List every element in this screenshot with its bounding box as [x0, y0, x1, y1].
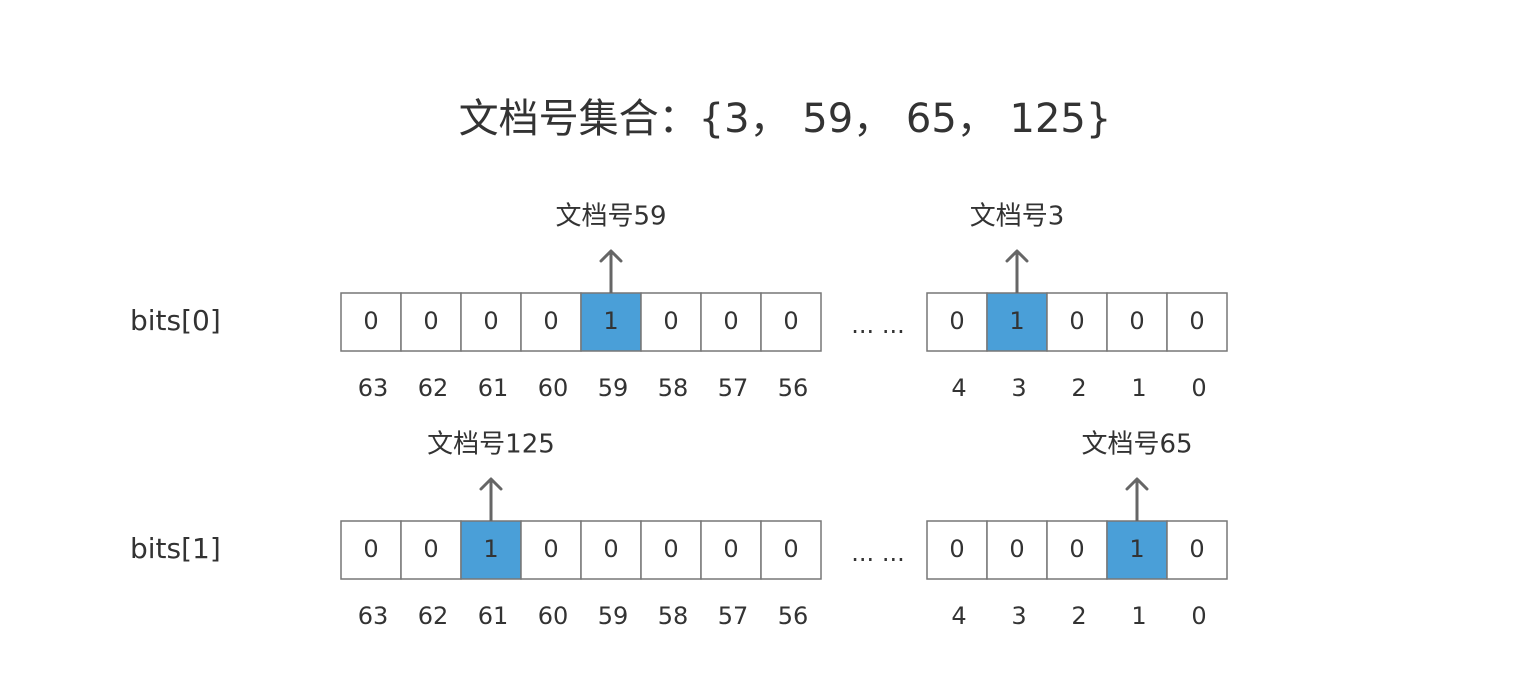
bit-cell [760, 292, 822, 352]
bit-cell [520, 292, 582, 352]
bit-index: 3 [1011, 374, 1026, 402]
bit-value: 0 [663, 535, 678, 563]
bit-value: 0 [1129, 307, 1144, 335]
bit-value: 0 [423, 535, 438, 563]
bit-cell-set [580, 292, 642, 352]
bit-index: 63 [358, 374, 389, 402]
bit-value: 0 [363, 307, 378, 335]
doc-id-label: 文档号59 [555, 202, 666, 232]
ellipsis: ... ... [851, 539, 904, 567]
bit-cell [640, 520, 702, 580]
bit-index: 4 [951, 602, 966, 630]
bit-index: 58 [658, 602, 689, 630]
bit-cell [640, 292, 702, 352]
bit-cell [460, 292, 522, 352]
bit-value: 0 [723, 535, 738, 563]
bit-cell [986, 520, 1048, 580]
bit-index: 0 [1191, 374, 1206, 402]
bit-value: 0 [1069, 307, 1084, 335]
bit-value: 1 [1009, 307, 1024, 335]
bit-index: 57 [718, 602, 749, 630]
bit-cell [926, 292, 988, 352]
bit-value: 0 [423, 307, 438, 335]
bit-value: 0 [783, 307, 798, 335]
bit-cell [760, 520, 822, 580]
bit-cell [1166, 292, 1228, 352]
bit-index: 62 [418, 602, 449, 630]
arrow-up-icon [1125, 477, 1149, 491]
arrow-up-icon [599, 249, 623, 263]
bit-index: 60 [538, 602, 569, 630]
bit-value: 0 [603, 535, 618, 563]
bit-index: 4 [951, 374, 966, 402]
bit-value: 1 [1129, 535, 1144, 563]
row-label: bits[1] [130, 532, 221, 565]
bit-value: 0 [1189, 307, 1204, 335]
bit-index: 62 [418, 374, 449, 402]
bit-cell [1166, 520, 1228, 580]
bit-cell [340, 292, 402, 352]
bit-index: 61 [478, 602, 509, 630]
bit-index: 59 [598, 374, 629, 402]
bit-value: 0 [363, 535, 378, 563]
bit-value: 1 [603, 307, 618, 335]
bit-index: 2 [1071, 602, 1086, 630]
arrow-up-icon [1005, 249, 1029, 263]
bit-value: 0 [663, 307, 678, 335]
bit-cell [400, 292, 462, 352]
bit-index: 63 [358, 602, 389, 630]
bit-index: 59 [598, 602, 629, 630]
bit-value: 0 [783, 535, 798, 563]
bit-cell-set [460, 520, 522, 580]
bit-value: 0 [723, 307, 738, 335]
bit-index: 1 [1131, 374, 1146, 402]
bit-cell-set [986, 292, 1048, 352]
bit-index: 2 [1071, 374, 1086, 402]
bit-index: 61 [478, 374, 509, 402]
doc-id-label: 文档号3 [970, 202, 1065, 232]
bit-index: 56 [778, 602, 809, 630]
bit-index: 60 [538, 374, 569, 402]
bit-value: 0 [1009, 535, 1024, 563]
row-label: bits[0] [130, 304, 221, 337]
bit-cell [340, 520, 402, 580]
bit-value: 0 [949, 535, 964, 563]
bit-cell [400, 520, 462, 580]
doc-id-label: 文档号125 [427, 430, 555, 460]
bit-cell [700, 520, 762, 580]
bit-value: 0 [543, 535, 558, 563]
bit-index: 3 [1011, 602, 1026, 630]
bit-value: 0 [949, 307, 964, 335]
doc-id-label: 文档号65 [1081, 430, 1192, 460]
arrow-up-icon [479, 477, 503, 491]
ellipsis: ... ... [851, 311, 904, 339]
bit-cell [1046, 292, 1108, 352]
bit-cell [926, 520, 988, 580]
bit-value: 0 [1069, 535, 1084, 563]
bit-value: 1 [483, 535, 498, 563]
bit-index: 57 [718, 374, 749, 402]
bit-index: 1 [1131, 602, 1146, 630]
bit-cell [580, 520, 642, 580]
diagram-title: 文档号集合：{3， 59， 65， 125} [458, 96, 1112, 142]
bit-cell [700, 292, 762, 352]
bit-index: 58 [658, 374, 689, 402]
bit-value: 0 [543, 307, 558, 335]
bit-index: 0 [1191, 602, 1206, 630]
bit-value: 0 [483, 307, 498, 335]
bit-value: 0 [1189, 535, 1204, 563]
bit-index: 56 [778, 374, 809, 402]
